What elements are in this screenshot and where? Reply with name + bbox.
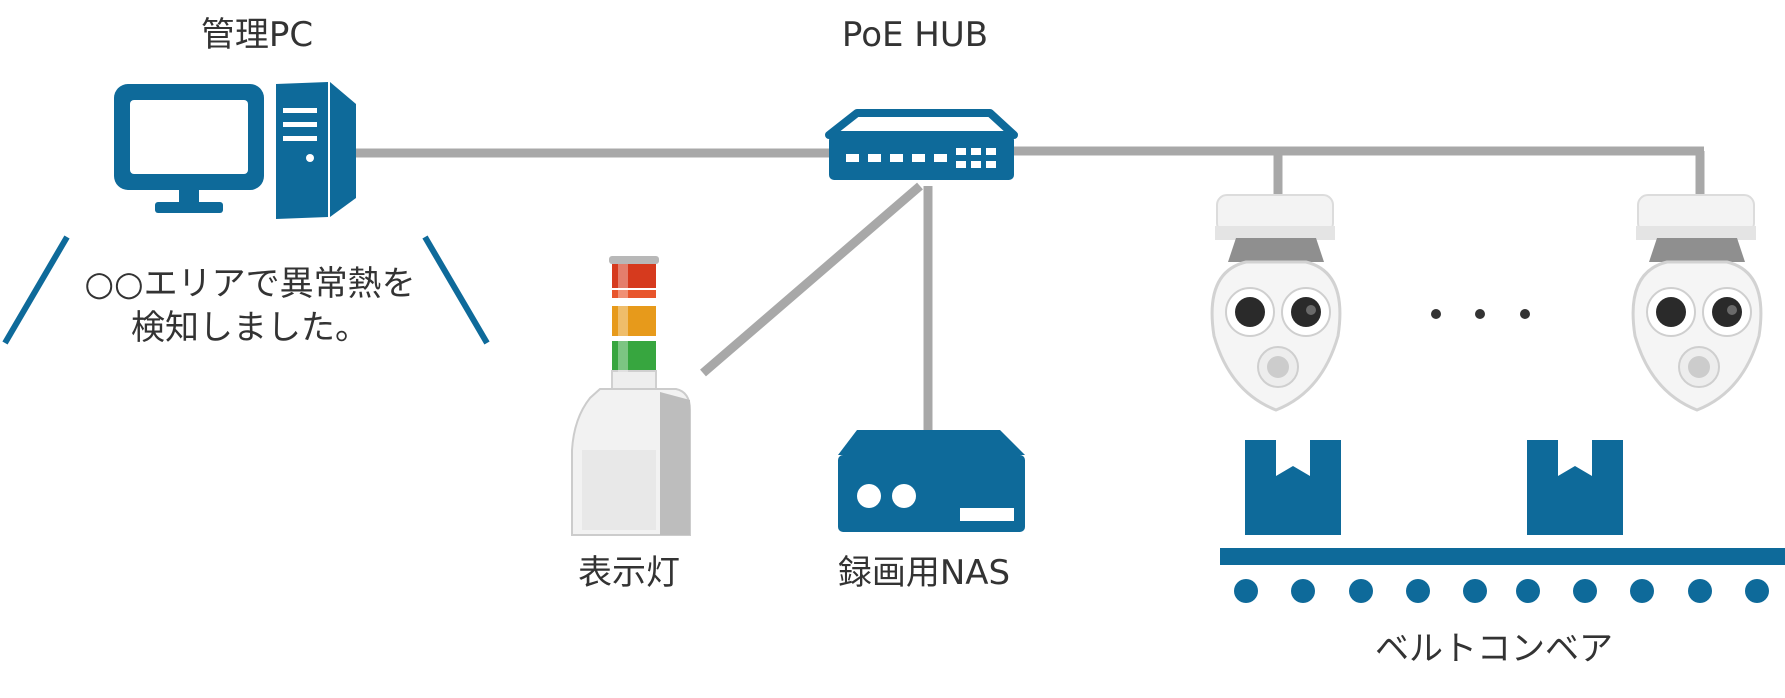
cables (352, 146, 1705, 430)
thermal-camera (1210, 194, 1342, 412)
network-hub-icon (825, 109, 1018, 180)
monitor-icon (114, 84, 264, 213)
alert-bracket-right (422, 235, 490, 345)
alert-message: ○○エリアで異常熱を 検知しました。 (50, 262, 450, 350)
package-box-icon (1245, 440, 1341, 535)
nas-label: 録画用NAS (837, 553, 1011, 593)
light-label: 表示灯 (578, 553, 680, 593)
alert-message-line1: ○○エリアで異常熱を (84, 264, 416, 304)
alert-bracket-left (2, 235, 70, 345)
pc-label: 管理PC (200, 15, 314, 55)
ellipsis-dots (1431, 309, 1530, 319)
management-pc (114, 82, 356, 219)
pc-tower-icon (276, 82, 356, 219)
package-box-icon (1527, 440, 1623, 535)
hub-label: PoE HUB (841, 15, 989, 55)
cable-hub-light (700, 182, 923, 377)
conveyor-belt (1220, 548, 1785, 603)
alert-message-line2: 検知しました。 (131, 308, 369, 348)
thermal-camera (1631, 194, 1763, 412)
nas-icon (838, 430, 1025, 532)
signal-tower-light (571, 256, 691, 536)
conveyor-label: ベルトコンベア (1375, 629, 1613, 669)
